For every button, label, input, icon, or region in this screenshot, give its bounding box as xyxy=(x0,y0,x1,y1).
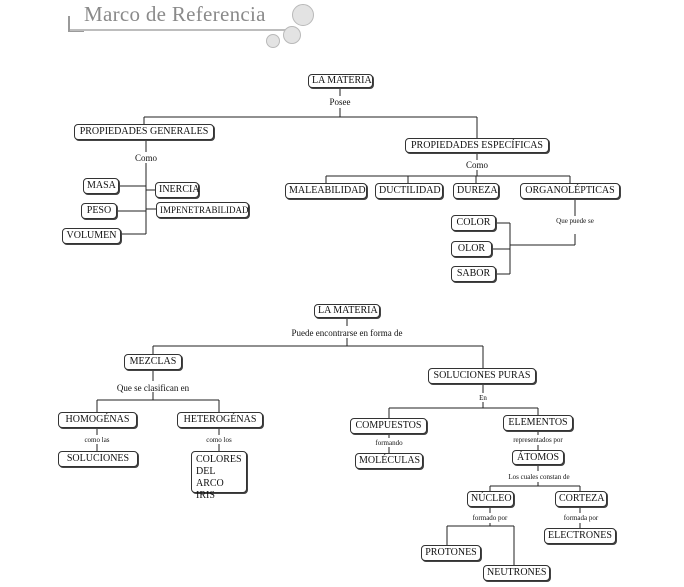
link-como-generales: Como xyxy=(134,153,157,163)
node-electrones: ELECTRONES xyxy=(544,528,616,544)
node-mezclas: MEZCLAS xyxy=(124,354,182,370)
node-dureza: DUREZA xyxy=(453,183,499,199)
node-ductilidad: DUCTILIDAD xyxy=(375,183,443,199)
node-maleabilidad: MALEABILIDAD xyxy=(285,183,367,199)
node-soluciones-puras: SOLUCIONES PURAS xyxy=(428,368,536,384)
link-en: En xyxy=(479,394,487,402)
node-peso: PESO xyxy=(81,203,117,219)
header-circle-small xyxy=(266,34,280,48)
link-que-se-clasifican: Que se clasifican en xyxy=(116,383,190,393)
node-inercia: INERCIA xyxy=(155,182,200,198)
node-corteza: CORTEZA xyxy=(555,491,607,507)
link-representados-por: representados por xyxy=(513,436,563,444)
node-nucleo: NÚCLEO xyxy=(467,491,514,507)
page-title: Marco de Referencia xyxy=(84,2,266,26)
node-volumen: VOLUMEN xyxy=(62,228,121,244)
node-olor: OLOR xyxy=(451,241,492,257)
node-organolepticas: ORGANOLÉPTICAS xyxy=(520,183,620,199)
node-masa: MASA xyxy=(83,178,119,194)
node-protones: PROTONES xyxy=(421,545,481,561)
node-sabor: SABOR xyxy=(451,266,496,282)
header-circle-medium xyxy=(283,26,301,44)
link-puede-encontrarse: Puede encontrarse en forma de xyxy=(291,328,403,338)
node-colores-arco-iris: COLORES DEL ARCO IRIS xyxy=(191,451,247,501)
link-formando: formando xyxy=(375,439,403,447)
node-la-materia-1: LA MATERIA xyxy=(308,74,373,88)
link-como-especificas: Como xyxy=(465,160,488,170)
node-atomos: ÁTOMOS xyxy=(512,450,564,465)
node-moleculas: MOLÉCULAS xyxy=(355,453,423,469)
link-que-puede-se: Que puede se xyxy=(556,217,594,225)
node-elementos: ELEMENTOS xyxy=(503,415,573,431)
node-soluciones: SOLUCIONES xyxy=(58,451,138,467)
node-propiedades-especificas: PROPIEDADES ESPECÍFICAS xyxy=(405,138,549,153)
node-impenetrabilidad: IMPENETRABILIDAD xyxy=(156,202,249,218)
link-los-cuales-constan: Los cuales constan de xyxy=(508,473,570,481)
link-como-las: como las xyxy=(84,436,110,444)
node-propiedades-generales: PROPIEDADES GENERALES xyxy=(74,124,214,140)
link-formado-por: formado por xyxy=(472,514,508,522)
link-posee: Posee xyxy=(329,97,351,107)
header-circle-large xyxy=(292,4,314,26)
node-color: COLOR xyxy=(451,215,496,231)
node-neutrones: NEUTRONES xyxy=(483,565,550,581)
header-corner-icon xyxy=(68,16,84,32)
header-underline xyxy=(70,29,292,31)
node-compuestos: COMPUESTOS xyxy=(350,418,427,434)
node-homogenas: HOMOGÉNAS xyxy=(58,412,137,428)
link-como-los: como los xyxy=(206,436,232,444)
node-heterogenas: HETEROGÉNAS xyxy=(177,412,263,428)
link-formada-por: formada por xyxy=(563,514,599,522)
node-la-materia-2: LA MATERIA xyxy=(314,304,380,318)
